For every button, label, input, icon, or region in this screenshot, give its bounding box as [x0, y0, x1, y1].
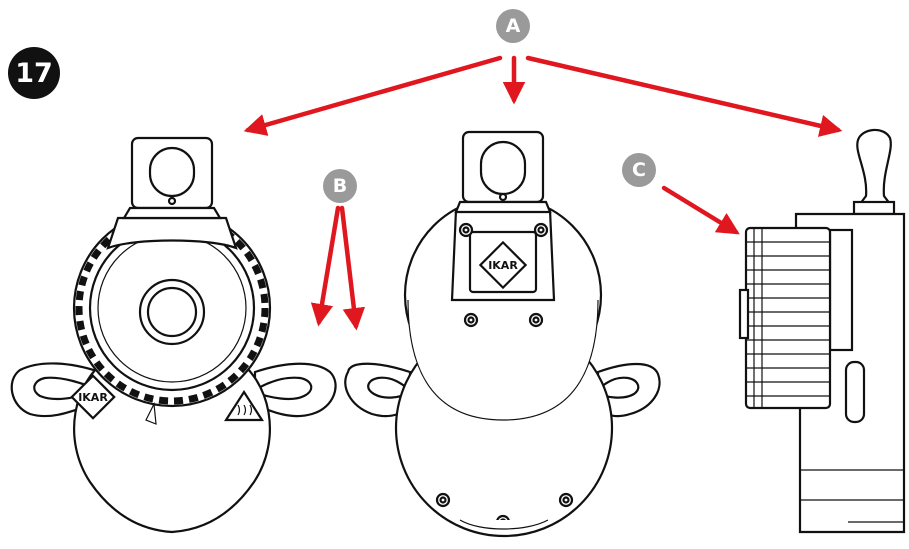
- callout-a-badge: A: [496, 9, 530, 43]
- arrow-c: [661, 185, 740, 235]
- arrow-a-left: [243, 55, 503, 136]
- side-view: [738, 128, 906, 534]
- top-bracket: [106, 216, 238, 250]
- front-view-plain: IKAR: [344, 130, 661, 538]
- ikar-logo-mid: IKAR: [478, 240, 528, 290]
- svg-text:IKAR: IKAR: [488, 259, 518, 272]
- svg-text:IKAR: IKAR: [78, 391, 108, 404]
- side-finned-gear: [744, 226, 832, 410]
- front-view-geared: IKAR: [10, 136, 337, 534]
- lower-body: [73, 354, 271, 534]
- arrow-b-left: [310, 205, 341, 327]
- callout-c-badge: C: [622, 153, 656, 187]
- ikar-logo-left: IKAR: [70, 374, 116, 420]
- side-top-knob: [856, 128, 893, 206]
- arrow-b-right: [339, 205, 366, 331]
- hot-surface-warning-icon: [223, 389, 265, 422]
- callout-b-badge: B: [323, 169, 357, 203]
- step-number-badge: 17: [8, 47, 60, 99]
- callout-arrows: [243, 55, 843, 331]
- arrow-a-right: [525, 55, 843, 137]
